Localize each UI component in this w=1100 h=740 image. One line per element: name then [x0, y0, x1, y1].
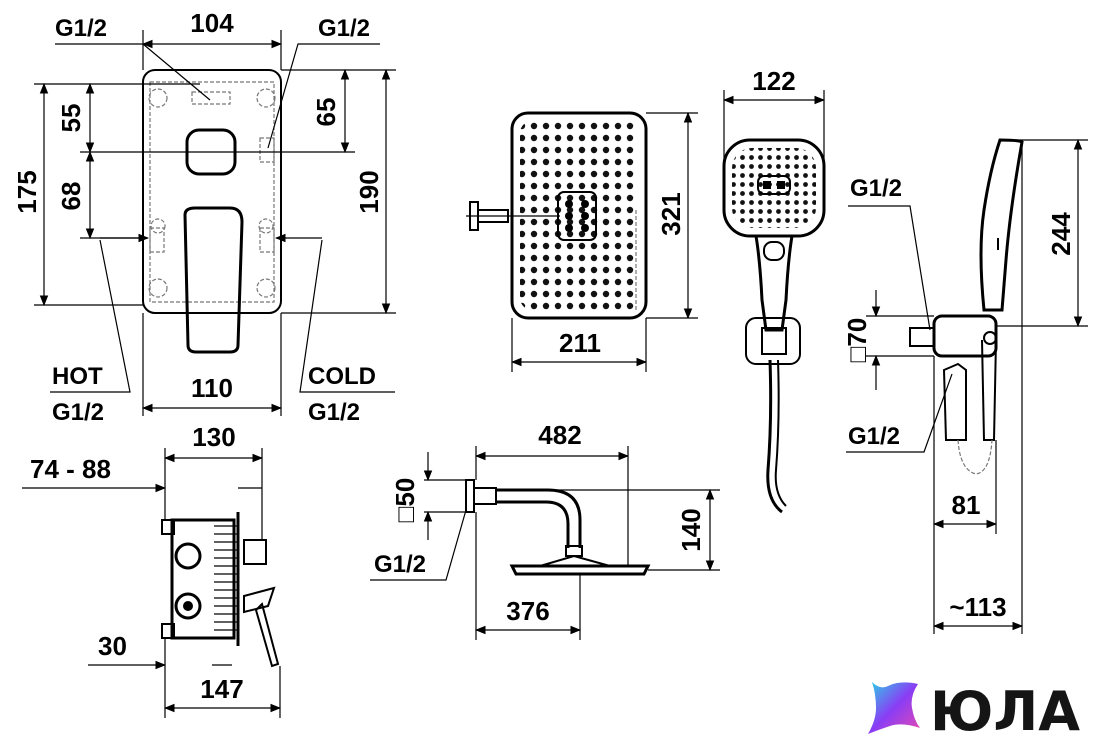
- side-handle: [243, 586, 276, 614]
- wall-holder-view: G1/2 □70 G1/2 244 81 ~113: [842, 138, 1088, 634]
- dim-68: 68: [56, 182, 86, 211]
- dim-190: 190: [354, 170, 384, 213]
- brand-star-icon: [868, 682, 920, 734]
- rain-arm-thread: G1/2: [374, 551, 426, 578]
- dim-175: 175: [12, 170, 42, 213]
- dim-244: 244: [1046, 212, 1076, 256]
- wall-outlet-stub: [909, 327, 935, 347]
- holder-hand-shower: [979, 138, 1024, 312]
- brand-name: ЮЛА: [930, 680, 1080, 740]
- dim-147: 147: [200, 674, 243, 704]
- rain-shower-top-view: 211 321: [466, 111, 698, 372]
- mixer-body: [170, 518, 236, 640]
- holder-hose-nut: [942, 362, 967, 441]
- outlet-top-box: [191, 91, 231, 105]
- dim-140: 140: [676, 508, 706, 551]
- dim-30: 30: [98, 631, 127, 661]
- leader-hot: [50, 239, 131, 393]
- dim-113: ~113: [949, 592, 1006, 622]
- dim-376: 376: [506, 596, 549, 626]
- holder-thread-top: G1/2: [850, 175, 902, 202]
- dim-482: 482: [538, 420, 581, 450]
- leader-cold: [299, 239, 395, 393]
- dim-70: □70: [842, 318, 872, 363]
- side-rain-head: [509, 564, 651, 576]
- mixer-front-plate: [142, 69, 282, 314]
- dim-130: 130: [192, 422, 235, 452]
- hand-shower-handle: [754, 235, 794, 332]
- dim-104: 104: [190, 8, 234, 38]
- hand-shower-hose: [766, 359, 783, 514]
- hand-shower-nozzles: [732, 148, 816, 228]
- leader-g12-holder-bottom: [846, 373, 953, 453]
- dim-211: 211: [559, 328, 601, 358]
- dim-55: 55: [56, 104, 86, 133]
- brand-logo: ЮЛА: [868, 680, 1080, 740]
- hand-shower-button: [763, 241, 785, 261]
- rain-shower-side-view: 482 □50 G1/2 140 376: [370, 420, 720, 640]
- dim-81: 81: [952, 490, 981, 520]
- rain-arm-stub: [477, 209, 509, 223]
- leader-g12-top-right: [267, 43, 380, 149]
- side-fins: [214, 525, 238, 631]
- outlet-right-box: [259, 137, 275, 163]
- dim-321: 321: [656, 192, 686, 235]
- dim-122: 122: [752, 66, 795, 96]
- hand-shower-head: [722, 138, 826, 238]
- mixer-lugs: [148, 88, 276, 298]
- side-port-top: [174, 542, 202, 570]
- leader-g12-arm: [370, 509, 467, 581]
- leader-g12-holder-top: [848, 205, 931, 331]
- cold-label: COLD: [308, 363, 376, 390]
- dim-110: 110: [191, 373, 233, 403]
- hand-shower-view: 122: [722, 66, 826, 514]
- hot-label: HOT: [52, 363, 103, 390]
- holder-thread-bottom: G1/2: [848, 423, 900, 450]
- side-port-bottom: [174, 592, 202, 620]
- thread-top-right: G1/2: [318, 15, 370, 42]
- mixer-handle: [183, 206, 244, 354]
- hand-shower-bracket: [745, 317, 801, 365]
- mixer-side-view: 130 74 - 88 30 147: [22, 422, 282, 718]
- thread-top-left: G1/2: [55, 15, 107, 42]
- inlet-hot-box: [149, 227, 165, 253]
- wall-outlet-body: [932, 314, 998, 358]
- cold-thread: G1/2: [308, 399, 360, 426]
- dim-65: 65: [311, 98, 341, 127]
- side-arm-flange: [465, 479, 475, 513]
- dim-50: □50: [390, 478, 420, 523]
- inlet-cold-box: [259, 227, 275, 253]
- rain-head-nozzles: [520, 121, 638, 310]
- side-diverter: [243, 539, 267, 565]
- hand-shower-center: [757, 175, 791, 195]
- leader-g12-top-left: [55, 43, 211, 101]
- dim-74-88: 74 - 88: [30, 454, 111, 484]
- mixer-inner-box: [149, 81, 275, 303]
- hot-thread: G1/2: [52, 399, 104, 426]
- mixer-front-view: 104 110 175 55 68 190 65 G1/2 G1/2 HOT: [12, 8, 396, 426]
